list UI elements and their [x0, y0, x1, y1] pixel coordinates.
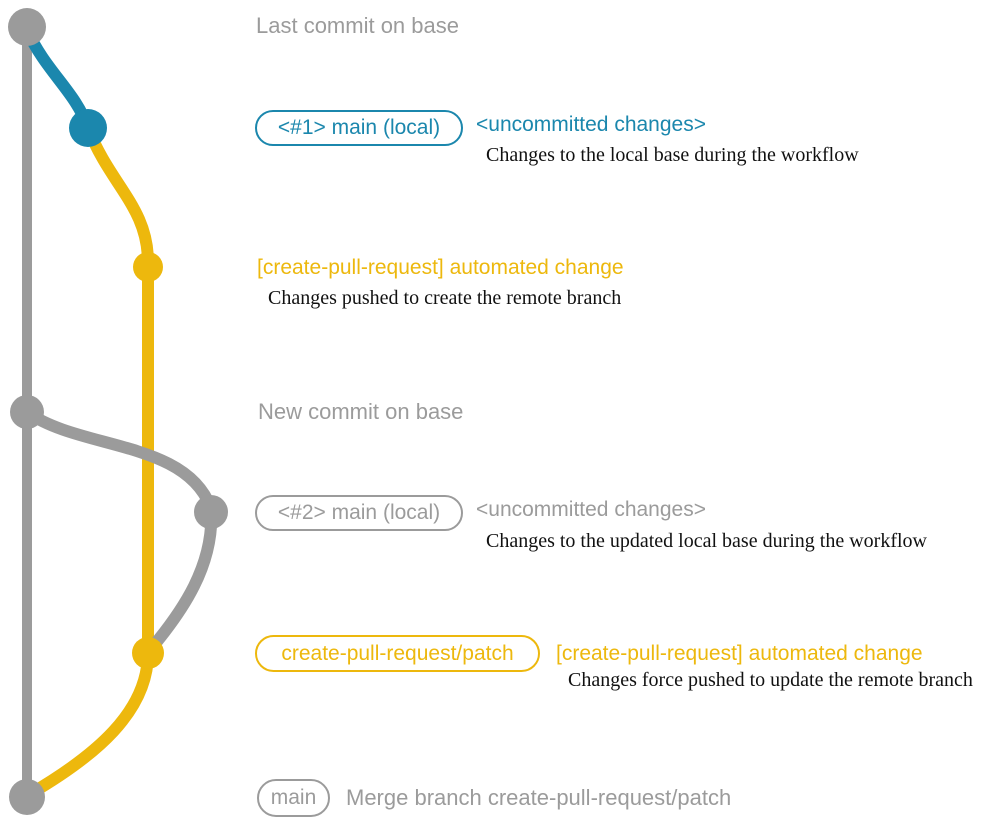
- commit-node-base-last: [8, 8, 46, 46]
- commit-node-patch-2: [132, 637, 164, 669]
- detail-local-base-changes: Changes to the local base during the wor…: [486, 144, 859, 166]
- note-uncommitted-changes-1: <uncommitted changes>: [476, 113, 706, 136]
- commit-node-local-main-1: [69, 109, 107, 147]
- detail-pushed-create-branch: Changes pushed to create the remote bran…: [268, 287, 622, 309]
- commit-node-patch-1: [133, 252, 163, 282]
- badge-main-local-2: <#2> main (local): [255, 495, 463, 531]
- detail-force-pushed-update-branch: Changes force pushed to update the remot…: [568, 669, 973, 691]
- commit-node-base-new: [10, 395, 44, 429]
- commit-node-local-main-2: [194, 495, 228, 529]
- note-uncommitted-changes-2: <uncommitted changes>: [476, 498, 706, 521]
- badge-main-local-1: <#1> main (local): [255, 110, 463, 146]
- badge-main: main: [257, 779, 330, 817]
- label-merge-branch: Merge branch create-pull-request/patch: [346, 785, 732, 810]
- patch-branch-line: [24, 122, 154, 800]
- note-automated-change-1: [create-pull-request] automated change: [257, 256, 624, 279]
- detail-updated-local-base-changes: Changes to the updated local base during…: [486, 530, 927, 552]
- badge-patch-branch: create-pull-request/patch: [255, 635, 540, 672]
- note-automated-change-2: [create-pull-request] automated change: [556, 642, 923, 665]
- rebased-main-branch-line: [21, 406, 218, 656]
- label-new-commit-on-base: New commit on base: [258, 399, 464, 424]
- commit-node-merge: [9, 779, 45, 815]
- label-last-commit-on-base: Last commit on base: [256, 13, 459, 38]
